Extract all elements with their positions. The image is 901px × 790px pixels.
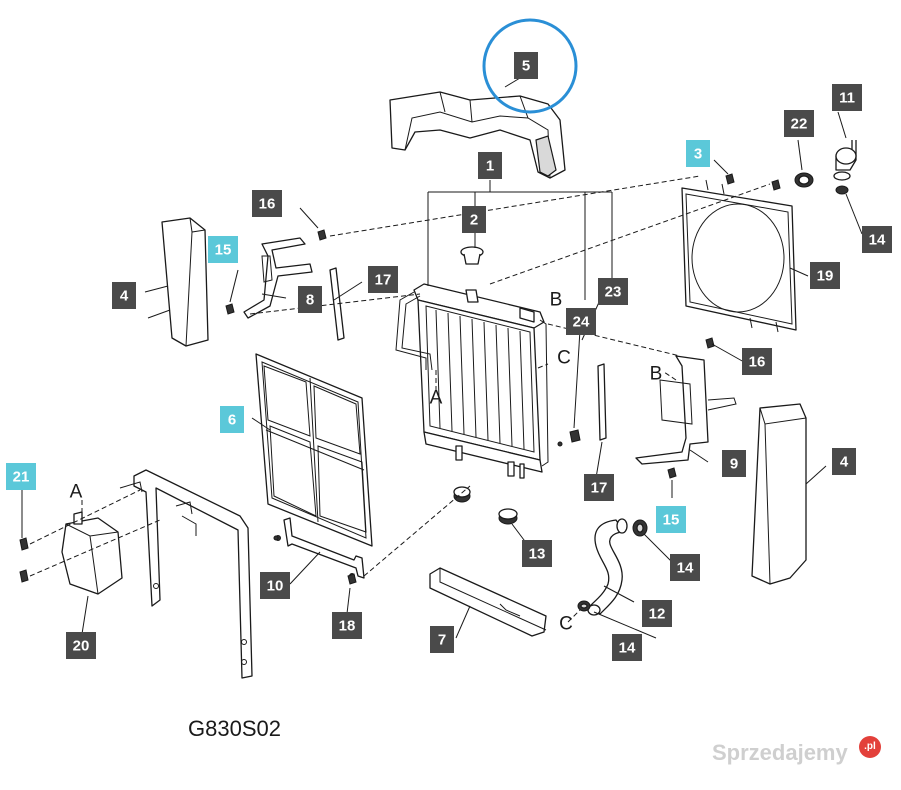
callout-15-right[interactable]: 15 xyxy=(656,506,686,533)
svg-text:7: 7 xyxy=(438,632,446,649)
letter-c-radiator: C xyxy=(557,348,571,369)
svg-text:24: 24 xyxy=(573,314,590,331)
expansion-tank-20-part xyxy=(61,511,123,595)
svg-text:1: 1 xyxy=(486,158,494,175)
svg-text:3: 3 xyxy=(694,146,702,163)
callout-7[interactable]: 7 xyxy=(430,626,454,653)
svg-text:19: 19 xyxy=(817,268,834,285)
callout-17-right[interactable]: 17 xyxy=(584,474,614,501)
svg-text:10: 10 xyxy=(267,578,284,595)
svg-text:20: 20 xyxy=(73,638,90,655)
svg-text:17: 17 xyxy=(375,272,392,289)
drawing-code-label: G830S02 xyxy=(188,716,281,741)
seal-strip-17-right-part xyxy=(597,363,607,441)
lower-seal-7-part xyxy=(429,567,547,637)
svg-text:18: 18 xyxy=(339,618,356,635)
callout-22[interactable]: 22 xyxy=(784,110,814,137)
callout-14-bottom[interactable]: 14 xyxy=(612,634,642,661)
svg-text:22: 22 xyxy=(791,116,808,133)
drain-plug-13-part xyxy=(453,486,518,525)
callout-2[interactable]: 2 xyxy=(462,206,486,233)
callout-21[interactable]: 21 xyxy=(6,463,36,490)
svg-text:15: 15 xyxy=(215,242,232,259)
callout-13[interactable]: 13 xyxy=(522,540,552,567)
svg-text:21: 21 xyxy=(13,469,30,486)
svg-text:23: 23 xyxy=(605,284,622,301)
svg-text:13: 13 xyxy=(529,546,546,563)
svg-text:17: 17 xyxy=(591,480,608,497)
fan-shroud-19-part xyxy=(681,179,797,333)
svg-text:5: 5 xyxy=(522,58,530,75)
callout-14-mid[interactable]: 14 xyxy=(670,554,700,581)
letter-c-hose: C xyxy=(559,614,573,635)
callout-8[interactable]: 8 xyxy=(298,286,322,313)
side-seal-right-part xyxy=(751,403,807,585)
callout-12[interactable]: 12 xyxy=(642,600,672,627)
seal-strip-17-left-part xyxy=(329,267,345,341)
callout-1[interactable]: 1 xyxy=(478,152,502,179)
bolts-part xyxy=(19,173,781,585)
upper-shroud-part xyxy=(389,91,566,179)
svg-text:11: 11 xyxy=(839,90,855,107)
elbow-fitting-11-part xyxy=(833,140,857,181)
callout-4-left[interactable]: 4 xyxy=(112,282,136,309)
leader-lines xyxy=(21,77,863,639)
svg-text:4: 4 xyxy=(120,288,129,305)
bracket-9-part xyxy=(635,355,737,465)
highlight-circle-marker xyxy=(482,18,578,114)
letter-a-radiator: A xyxy=(430,388,443,409)
letter-b-bracket: B xyxy=(650,364,663,385)
callout-9[interactable]: 9 xyxy=(722,450,746,477)
callout-17-left[interactable]: 17 xyxy=(368,266,398,293)
svg-text:9: 9 xyxy=(730,456,738,473)
svg-text:14: 14 xyxy=(619,640,636,657)
hose-clamp-14-part xyxy=(577,185,849,612)
svg-text:14: 14 xyxy=(869,232,886,249)
callout-11[interactable]: 11 xyxy=(832,84,862,111)
svg-text:16: 16 xyxy=(259,196,276,213)
callout-19[interactable]: 19 xyxy=(810,262,840,289)
callout-16-right[interactable]: 16 xyxy=(742,348,772,375)
letter-b-radiator: B xyxy=(550,290,563,311)
screen-6-part xyxy=(255,353,373,547)
watermark-badge: .pl xyxy=(859,736,881,758)
callout-24[interactable]: 24 xyxy=(566,308,596,335)
svg-text:16: 16 xyxy=(749,354,766,371)
callout-20[interactable]: 20 xyxy=(66,632,96,659)
clamp-22-part xyxy=(794,172,814,188)
lower-hose-12-part xyxy=(587,518,628,616)
callout-5[interactable]: 5 xyxy=(514,52,538,79)
radiator-assembly-part xyxy=(395,283,549,479)
callout-3[interactable]: 3 xyxy=(686,140,710,167)
callout-18[interactable]: 18 xyxy=(332,612,362,639)
callout-4-right[interactable]: 4 xyxy=(832,448,856,475)
svg-text:2: 2 xyxy=(470,212,478,229)
svg-text:15: 15 xyxy=(663,512,680,529)
svg-text:6: 6 xyxy=(228,412,236,429)
tank-support-frame-part xyxy=(119,469,253,679)
callout-6[interactable]: 6 xyxy=(220,406,244,433)
radiator-cap-part xyxy=(460,246,484,265)
callout-10[interactable]: 10 xyxy=(260,572,290,599)
callout-14-top[interactable]: 14 xyxy=(862,226,892,253)
svg-text:14: 14 xyxy=(677,560,694,577)
letter-a-tank: A xyxy=(70,482,83,503)
bracket-8-part xyxy=(243,237,313,319)
watermark-text: Sprzedajemy xyxy=(712,740,848,765)
callout-15-left[interactable]: 15 xyxy=(208,236,238,263)
callout-23[interactable]: 23 xyxy=(598,278,628,305)
side-seal-left-part xyxy=(161,217,209,347)
svg-text:4: 4 xyxy=(840,454,849,471)
svg-text:8: 8 xyxy=(306,292,314,309)
callout-16-left[interactable]: 16 xyxy=(252,190,282,217)
svg-text:12: 12 xyxy=(649,606,666,623)
